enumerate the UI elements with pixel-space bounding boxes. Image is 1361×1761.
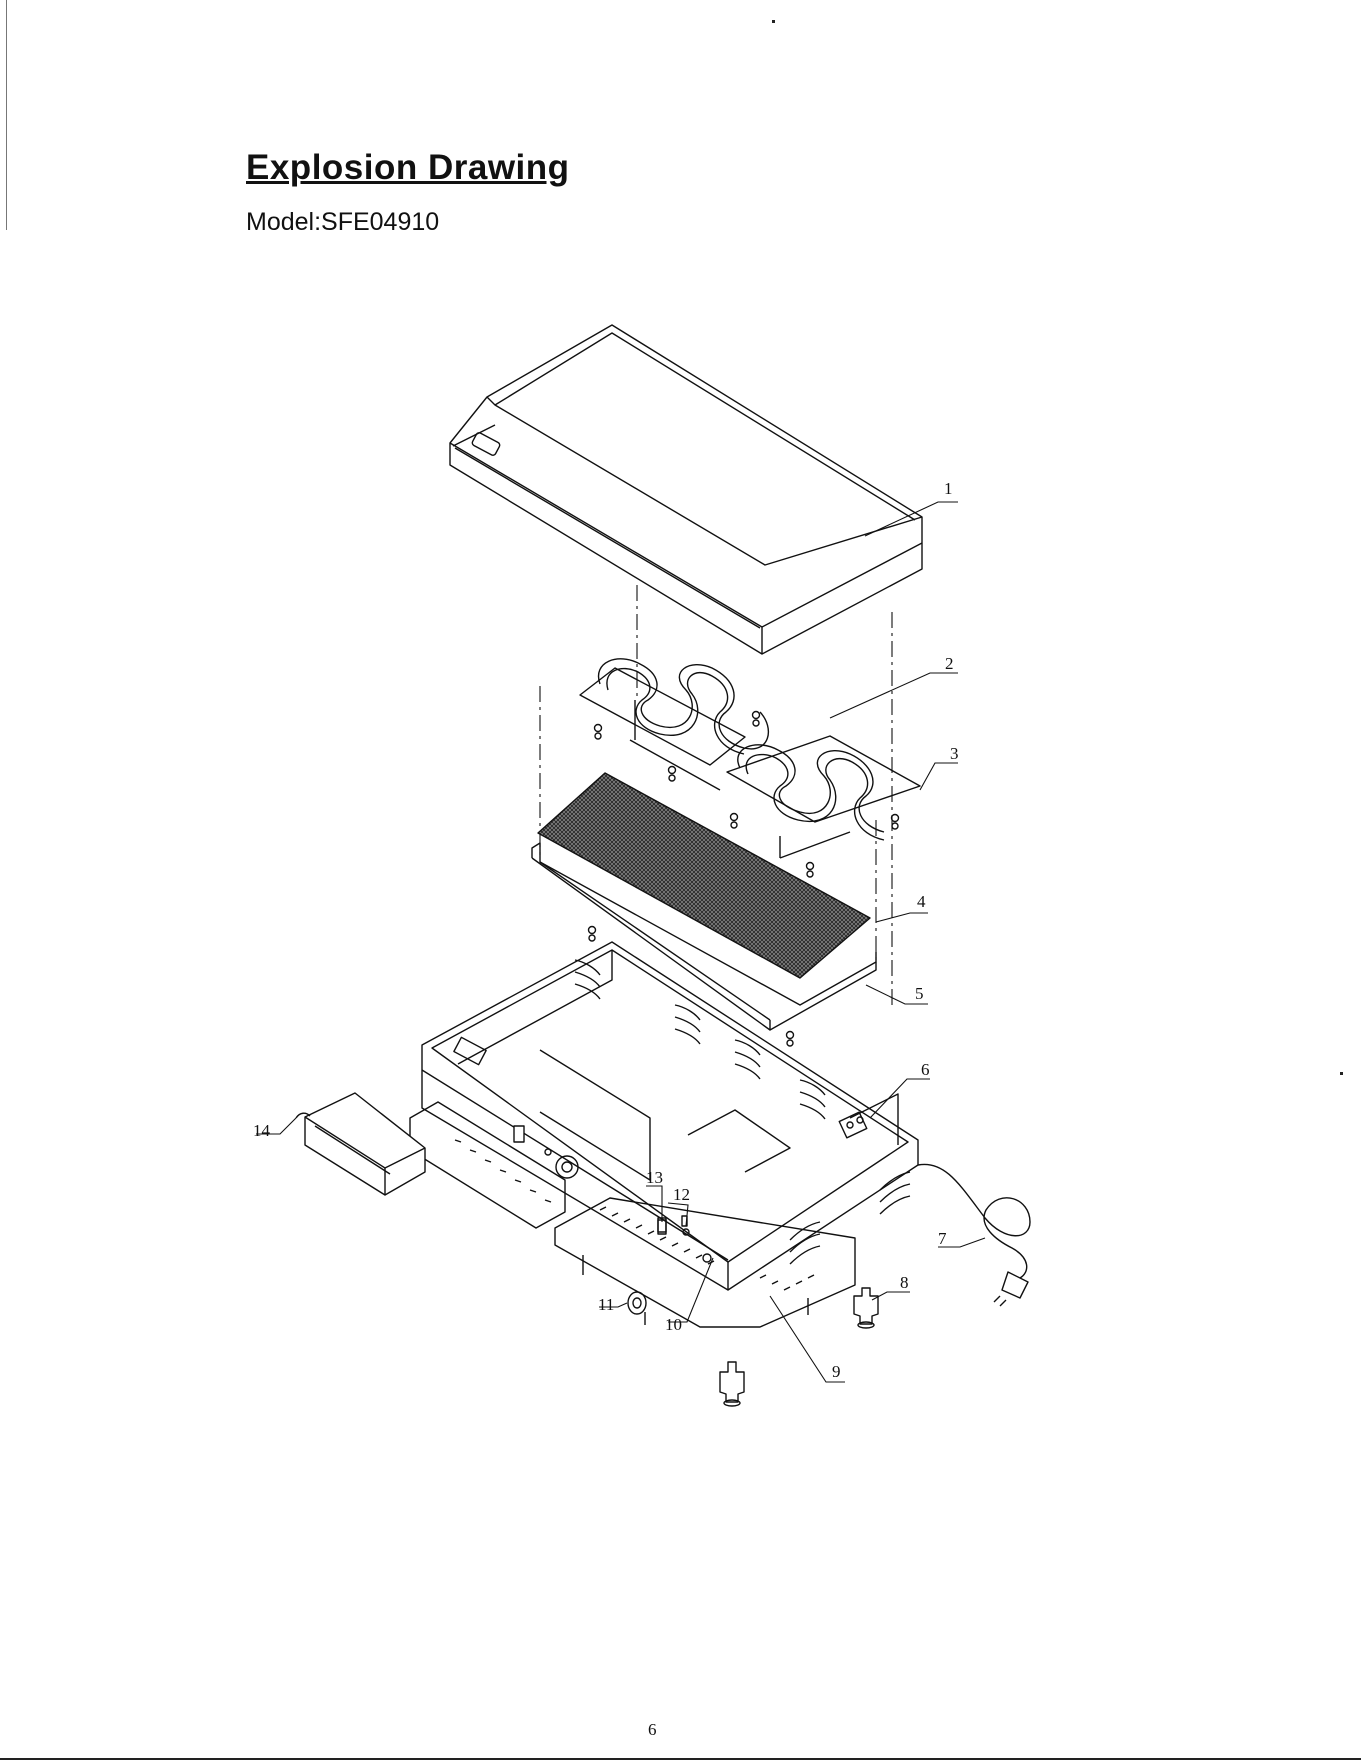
callout-5: 5 — [915, 984, 924, 1003]
insulation-mesh — [538, 773, 870, 978]
callout-8: 8 — [900, 1273, 909, 1292]
callout-2: 2 — [945, 654, 954, 673]
page-number: 6 — [648, 1720, 657, 1740]
callout-4: 4 — [917, 892, 926, 911]
callout-14: 14 — [253, 1121, 271, 1140]
adjustable-foot-loose — [720, 1362, 744, 1406]
callout-1: 1 — [944, 479, 953, 498]
griddle-plate — [450, 325, 922, 654]
heating-element-left — [580, 659, 768, 790]
callout-9: 9 — [832, 1362, 841, 1381]
thermostat-knob — [628, 1292, 646, 1325]
callout-7: 7 — [938, 1229, 947, 1248]
callout-6: 6 — [921, 1060, 930, 1079]
drip-drawer — [296, 1093, 425, 1195]
power-cord — [918, 1164, 1030, 1306]
callout-11: 11 — [598, 1295, 614, 1314]
callout-3: 3 — [950, 744, 959, 763]
callout-12: 12 — [673, 1185, 690, 1204]
housing-body — [422, 942, 918, 1290]
callout-13: 13 — [646, 1168, 663, 1187]
adjustable-foot — [854, 1288, 878, 1328]
callout-10: 10 — [665, 1315, 682, 1334]
page-bottom-rule — [0, 1758, 1361, 1760]
